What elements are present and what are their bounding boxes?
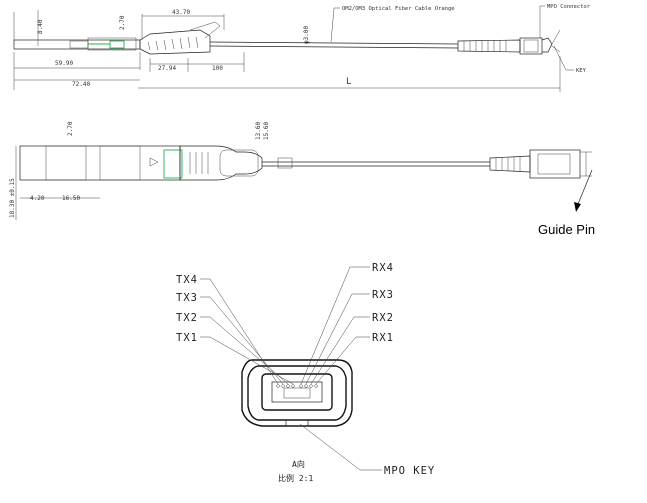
scale-caption: 比例 2:1 <box>278 473 313 483</box>
guide-pin-label: Guide Pin <box>538 222 595 237</box>
dim-tab: 2.70 <box>119 15 126 30</box>
dim-overall: 72.40 <box>72 81 90 88</box>
end-view: TX4 TX3 TX2 TX1 RX4 RX3 RX2 RX1 MPO KEY … <box>176 262 435 483</box>
dim-left-a: 4.20 <box>30 195 45 202</box>
fiber-cable <box>209 41 459 45</box>
cable-note: OM2/OM3 Optical Fiber Cable Orange <box>342 6 455 12</box>
dim-left-b: 16.50 <box>62 195 80 202</box>
mpo-key-label: MPO KEY <box>384 465 435 477</box>
top-view: Guide Pin 18.30 ±0.15 2.70 13.60 15.60 4… <box>9 121 595 237</box>
mpo-connector <box>457 39 521 53</box>
dim-height-left: 8.40 <box>37 19 44 34</box>
side-view: OM2/OM3 Optical Fiber Cable Orange MPO C… <box>13 4 591 92</box>
dim-cable-dia: φ3.00 <box>303 26 310 44</box>
rx4-label: RX4 <box>372 262 394 274</box>
tx2-label: TX2 <box>176 312 198 324</box>
rx3-label: RX3 <box>372 289 394 301</box>
dim-span-top: 43.70 <box>172 9 190 16</box>
dim-right-a: 13.60 <box>255 122 262 140</box>
tx3-label: TX3 <box>176 292 198 304</box>
dim-top-tab: 2.70 <box>67 121 74 136</box>
dim-boot: 27.94 <box>158 65 176 72</box>
tx1-label: TX1 <box>176 332 198 344</box>
rx2-label: RX2 <box>372 312 394 324</box>
tx4-label: TX4 <box>176 274 198 286</box>
mpo-housing <box>241 359 353 427</box>
dim-length: L <box>346 77 351 87</box>
dim-right-b: 15.60 <box>263 122 270 140</box>
fiber-holes <box>276 384 318 388</box>
key-note: KEY <box>576 68 587 74</box>
dim-top-height: 18.30 ±0.15 <box>9 178 16 218</box>
view-caption: A向 <box>292 459 305 469</box>
rx1-label: RX1 <box>372 332 394 344</box>
dim-body: 59.90 <box>55 60 73 67</box>
dim-boot2: 100 <box>212 65 223 72</box>
connector-note: MPO Connector <box>547 4 591 10</box>
